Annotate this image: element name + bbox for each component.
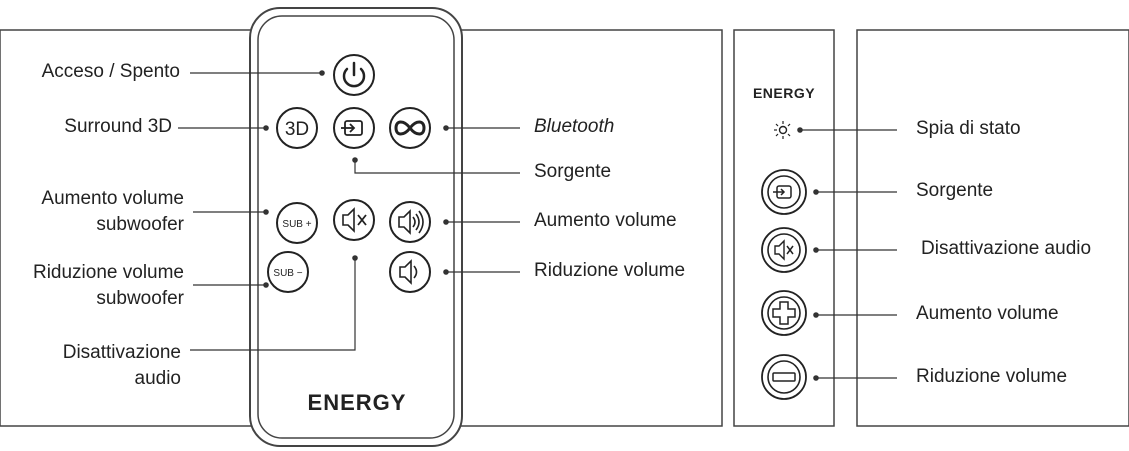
label-sub-down-2: subwoofer [96, 288, 184, 309]
soundbar-leaders [797, 127, 897, 381]
label-sb-vol-down: Riduzione volume [916, 366, 1068, 387]
leader-mute [190, 258, 356, 351]
label-sb-source: Sorgente [916, 180, 994, 201]
leader-mute-dot [352, 255, 358, 261]
soundbar-volume-down-button[interactable] [761, 354, 807, 400]
label-mute-1: Disattivazione [62, 342, 181, 363]
leader-source [354, 160, 520, 174]
label-sub-up-1: Aumento volume [41, 188, 184, 209]
label-power: Acceso / Spento [41, 61, 180, 82]
soundbar-volume-up-button[interactable] [761, 290, 807, 336]
label-vol-down: Riduzione volume [534, 260, 686, 281]
label-sub-down-1: Riduzione volume [32, 262, 184, 283]
leader-power-dot [319, 70, 325, 76]
soundbar-side-panel [733, 29, 835, 427]
source-button[interactable] [333, 107, 375, 149]
label-mute-2: audio [134, 368, 182, 389]
mute-button[interactable] [333, 199, 375, 241]
surround-3d-button[interactable]: 3D [276, 107, 318, 149]
speaker-loud-icon [398, 209, 424, 235]
speaker-low-icon [399, 259, 418, 285]
volume-up-button[interactable] [389, 201, 431, 243]
plus-icon [772, 301, 796, 325]
source-icon [341, 120, 363, 136]
sub-plus-button[interactable]: SUB + [276, 202, 318, 244]
leader-surround-dot [263, 125, 269, 131]
label-sb-vol-up: Aumento volume [916, 303, 1059, 324]
soundbar-labels-panel [856, 29, 1129, 427]
power-icon [342, 61, 366, 88]
soundbar-source-button[interactable] [761, 169, 807, 215]
volume-down-button[interactable] [389, 251, 431, 293]
leader-vol-down-dot [443, 269, 449, 275]
leader-vol-up-dot [443, 219, 449, 225]
source-icon [773, 185, 792, 199]
bluetooth-button[interactable] [389, 107, 431, 149]
label-status-led: Spia di stato [916, 118, 1021, 139]
soundbar-brand-logo: ENERGY [753, 85, 815, 101]
remote-leaders-left [178, 70, 358, 351]
infinity-icon [394, 120, 426, 136]
sub-plus-text: SUB + [282, 219, 311, 230]
remote-leaders-right [352, 125, 520, 275]
speaker-mute-icon [342, 207, 367, 233]
label-source: Sorgente [534, 161, 612, 182]
sub-minus-button[interactable]: SUB − [267, 251, 309, 293]
label-surround: Surround 3D [64, 116, 172, 137]
label-sub-up-2: subwoofer [96, 214, 184, 235]
speaker-mute-icon [774, 239, 794, 261]
label-bluetooth: Bluetooth [534, 116, 615, 137]
minus-icon [772, 372, 796, 382]
power-button[interactable] [333, 54, 375, 96]
leader-source-dot [352, 157, 358, 163]
surround-3d-text: 3D [285, 119, 309, 140]
label-sb-mute: Disattivazione audio [921, 238, 1092, 259]
status-led [774, 121, 791, 139]
leader-sub-down-dot [263, 282, 269, 288]
soundbar-mute-button[interactable] [761, 227, 807, 273]
remote-brand-logo: ENERGY [308, 390, 407, 415]
leader-bluetooth-dot [443, 125, 449, 131]
label-vol-up: Aumento volume [534, 210, 677, 231]
sub-minus-text: SUB − [273, 268, 302, 279]
leader-sub-up-dot [263, 209, 269, 215]
